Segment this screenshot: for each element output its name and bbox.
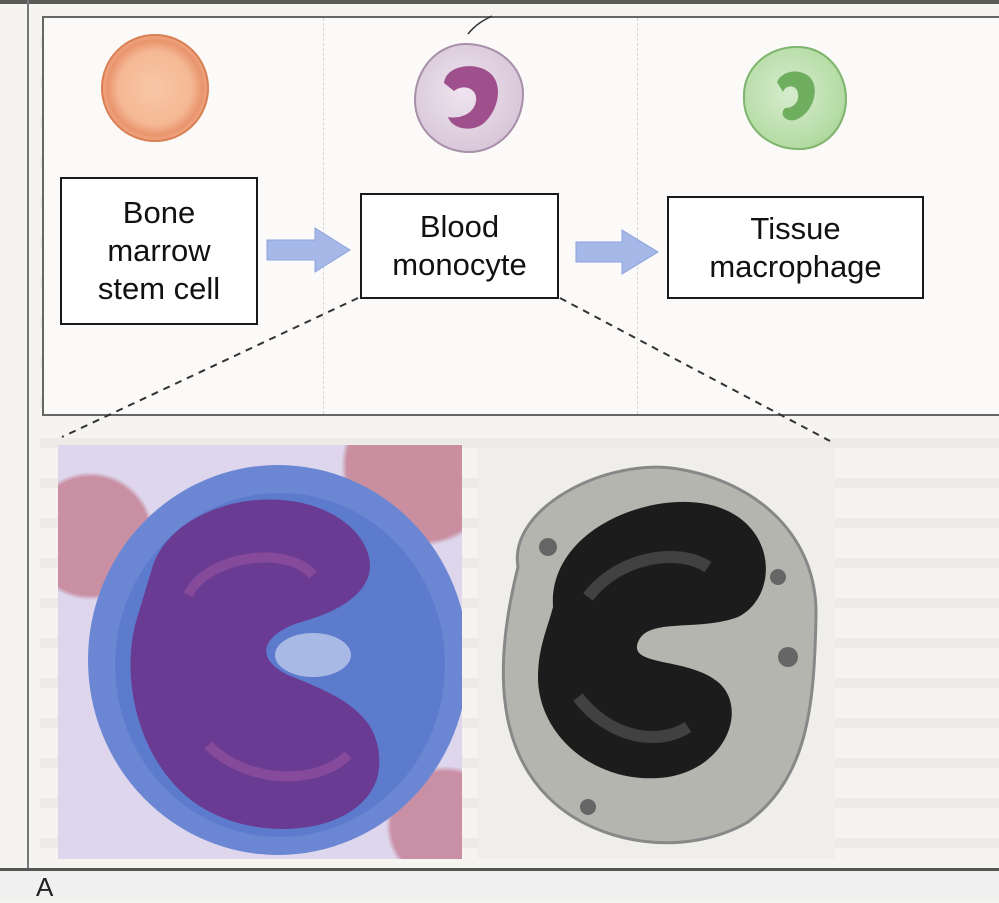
bottom-strip <box>0 871 999 899</box>
stained-monocyte-micrograph <box>58 445 462 859</box>
label-line: monocyte <box>392 247 527 282</box>
label-line: stem cell <box>97 271 221 306</box>
em-monocyte-micrograph <box>478 447 835 858</box>
top-rule <box>0 0 999 4</box>
arrow-right-icon <box>266 227 351 273</box>
monocyte-icon <box>414 43 524 153</box>
label-line: marrow <box>107 233 211 268</box>
zoom-connector-right <box>559 297 831 442</box>
bottom-rule <box>0 868 999 871</box>
zoom-connector-left <box>61 297 359 438</box>
label-line: macrophage <box>709 248 882 284</box>
stem-cell-icon <box>101 34 209 142</box>
pointer-line <box>467 15 493 35</box>
label-line: Tissue <box>750 210 841 246</box>
arrow-right-icon <box>575 229 659 275</box>
macrophage-icon <box>743 46 847 150</box>
macrophage-nucleus-icon <box>777 71 815 121</box>
label-bone-marrow-stem-cell: Bone marrow stem cell <box>60 177 258 325</box>
label-line: Blood <box>419 209 500 244</box>
panel-guide-line <box>637 18 638 414</box>
panel-guide-line <box>323 18 324 414</box>
em-drawing <box>501 465 818 845</box>
figure-label: A <box>36 872 54 902</box>
micrograph-drawing <box>88 465 462 855</box>
label-blood-monocyte: Blood monocyte <box>360 193 559 299</box>
left-rule <box>27 0 29 870</box>
monocyte-nucleus-icon <box>444 66 498 129</box>
label-tissue-macrophage: Tissue macrophage <box>667 196 924 299</box>
label-line: Bone <box>122 195 196 230</box>
